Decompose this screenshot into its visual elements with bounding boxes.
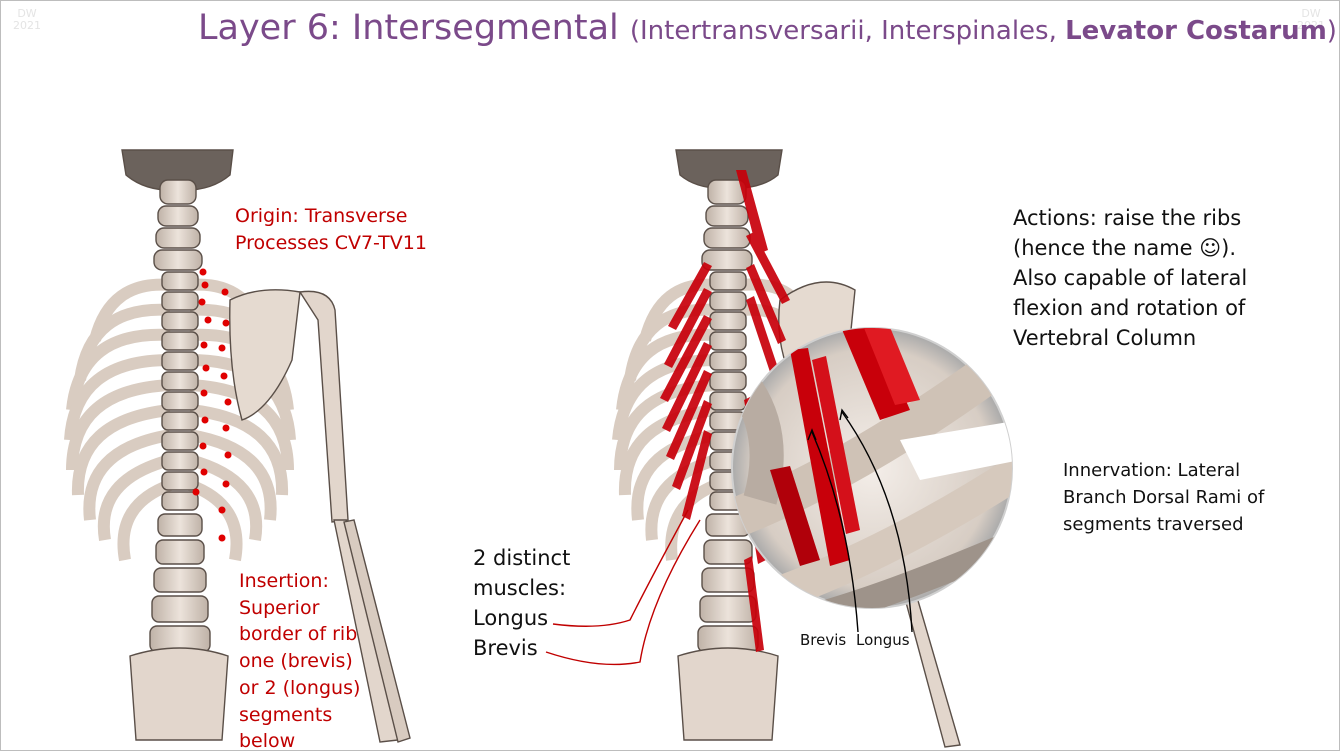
left-skeleton-illustration — [64, 149, 411, 743]
actions-line: Actions: raise the ribs — [1013, 206, 1242, 230]
insertion-line: Superior — [239, 596, 320, 619]
attachment-dots — [192, 268, 232, 542]
innervation-line: segments traversed — [1063, 514, 1244, 535]
origin-line-2: Processes CV7-TV11 — [235, 232, 427, 254]
title-main: Layer 6: Intersegmental — [198, 8, 630, 48]
actions-line: (hence the name ☺). — [1013, 236, 1237, 260]
actions-line: Also capable of lateral — [1013, 266, 1248, 290]
muscles-line-brevis: Brevis — [473, 636, 538, 660]
insertion-line: segments — [239, 703, 333, 726]
title-sub-open: (Intertransversarii, Interspinales, — [629, 16, 1066, 46]
watermark-left: DW 2021 — [13, 7, 41, 32]
insertion-line: border of rib — [239, 623, 358, 646]
origin-line-1: Origin: Transverse — [235, 205, 408, 227]
zoom-label-brevis: Brevis — [800, 631, 847, 649]
origin-label: Origin: Transverse Processes CV7-TV11 — [235, 203, 427, 257]
innervation-text: Innervation: Lateral Branch Dorsal Rami … — [1063, 457, 1264, 538]
actions-line: flexion and rotation of — [1013, 296, 1246, 320]
zoom-inset — [731, 327, 1013, 633]
muscles-line: muscles: — [473, 576, 567, 600]
insertion-line: or 2 (longus) — [239, 676, 361, 699]
zoom-label-longus: Longus — [856, 631, 910, 649]
red-pointer-lines — [545, 509, 701, 666]
watermark-right: DW 2021 — [1297, 7, 1325, 32]
insertion-label: Insertion: Superior border of rib one (b… — [239, 568, 360, 755]
title-bold: Levator Costarum — [1065, 16, 1327, 46]
insertion-line: one (brevis) — [239, 650, 353, 673]
muscles-line-longus: Longus — [473, 606, 549, 630]
title-sub-close: ) — [1326, 16, 1337, 46]
actions-line: Vertebral Column — [1013, 326, 1197, 350]
insertion-line: Insertion: — [239, 570, 329, 592]
slide-title: Layer 6: Intersegmental (Intertransversa… — [198, 8, 1337, 48]
muscles-label: 2 distinct muscles: Longus Brevis — [473, 543, 570, 663]
muscles-line: 2 distinct — [473, 546, 571, 570]
actions-text: Actions: raise the ribs (hence the name … — [1013, 203, 1247, 353]
innervation-line: Branch Dorsal Rami of — [1063, 487, 1265, 508]
insertion-line: below — [239, 730, 296, 753]
innervation-line: Innervation: Lateral — [1063, 460, 1241, 481]
